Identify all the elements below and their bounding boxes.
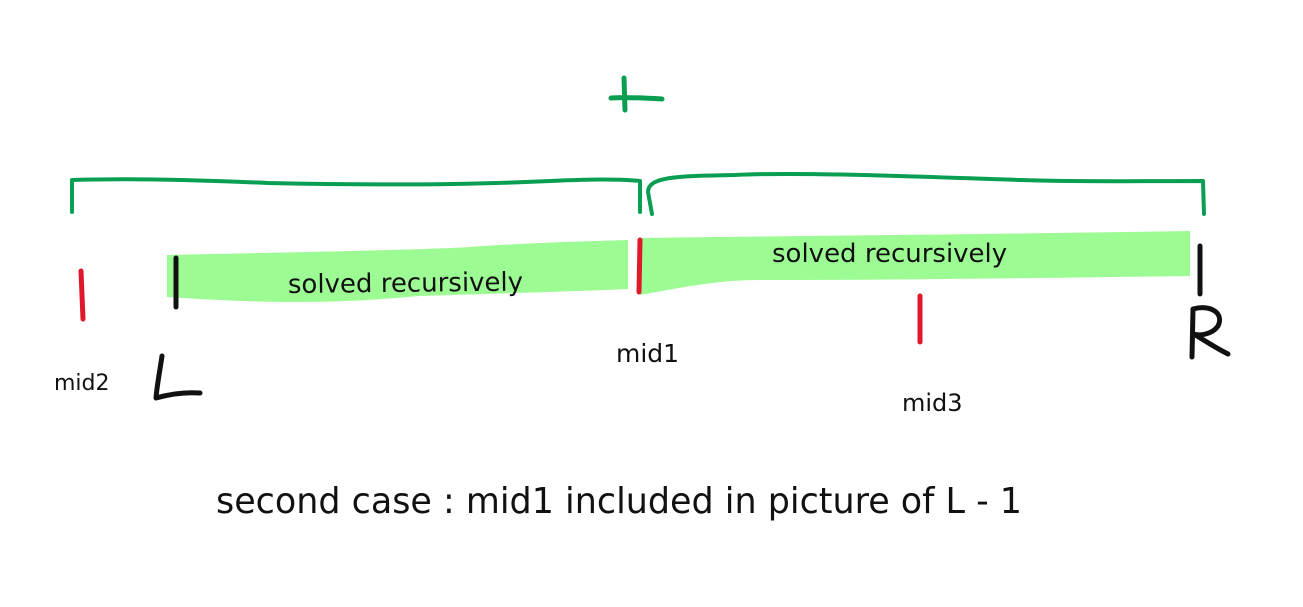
caption: second case : mid1 included in picture o… <box>216 481 1022 522</box>
left-bracket <box>70 177 642 214</box>
left-segment-label: solved recursively <box>288 268 523 300</box>
right-highlight <box>640 231 1190 295</box>
left-highlight <box>167 240 628 302</box>
mid3-label: mid3 <box>902 389 963 417</box>
plus-sign: + <box>608 75 665 113</box>
mid1-tick <box>636 237 643 295</box>
mid2-tick <box>78 268 86 322</box>
right-segment-label: solved recursively <box>772 239 1007 269</box>
mid2-label: mid2 <box>54 371 110 396</box>
mid1-label: mid1 <box>616 339 679 368</box>
right-bracket <box>646 171 1206 216</box>
L-glyph: L <box>153 353 203 401</box>
R-glyph: R <box>1189 305 1231 360</box>
